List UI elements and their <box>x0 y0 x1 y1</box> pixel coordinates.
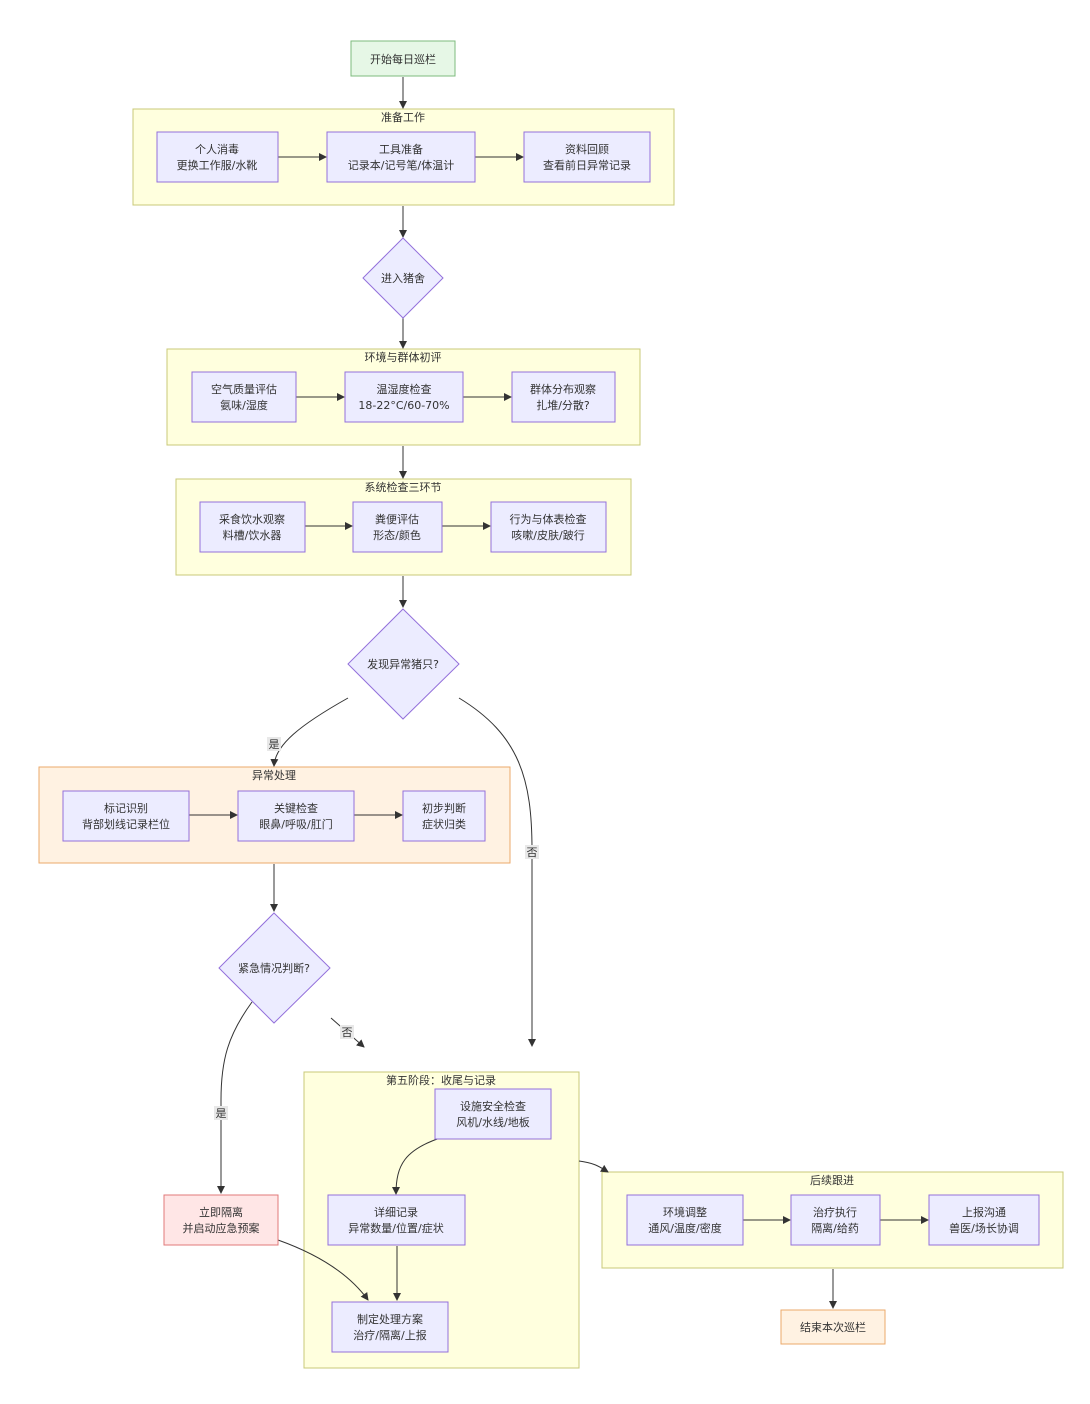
svg-text:粪便评估: 粪便评估 <box>375 512 419 526</box>
node-urgent-decision: 紧急情况判断? <box>218 912 331 1024</box>
svg-text:资料回顾: 资料回顾 <box>565 142 609 156</box>
node-end: 结束本次巡栏 <box>780 1309 886 1345</box>
svg-text:眼鼻/呼吸/肛门: 眼鼻/呼吸/肛门 <box>259 817 332 831</box>
svg-text:标记识别: 标记识别 <box>104 801 148 815</box>
svg-text:温湿度检查: 温湿度检查 <box>377 382 432 396</box>
edge-label-yes-1: 是 <box>267 737 281 751</box>
cluster-abn-title: 异常处理 <box>252 769 296 782</box>
svg-text:是: 是 <box>216 1107 227 1120</box>
svg-text:隔离/给药: 隔离/给药 <box>811 1221 859 1235</box>
svg-text:群体分布观察: 群体分布观察 <box>530 382 596 396</box>
node-sys-feed: 采食饮水观察 料槽/饮水器 <box>199 501 306 553</box>
node-env-air: 空气质量评估 氨味/湿度 <box>191 371 297 423</box>
node-enter-decision: 进入猪舍 <box>362 237 444 319</box>
node-sys-feces: 粪便评估 形态/颜色 <box>352 501 443 553</box>
node-sys-behavior: 行为与体表检查 咳嗽/皮肤/跛行 <box>490 501 607 553</box>
svg-text:异常数量/位置/症状: 异常数量/位置/症状 <box>348 1221 443 1235</box>
svg-text:咳嗽/皮肤/跛行: 咳嗽/皮肤/跛行 <box>511 528 584 542</box>
node-follow-env: 环境调整 通风/温度/密度 <box>626 1194 744 1246</box>
cluster-follow-title: 后续跟进 <box>810 1173 854 1187</box>
svg-text:18-22°C/60-70%: 18-22°C/60-70% <box>358 399 449 412</box>
svg-text:并启动应急预案: 并启动应急预案 <box>183 1221 260 1235</box>
svg-text:个人消毒: 个人消毒 <box>195 142 239 156</box>
svg-text:行为与体表检查: 行为与体表检查 <box>510 512 587 526</box>
node-start: 开始每日巡栏 <box>350 40 456 77</box>
svg-text:否: 否 <box>342 1026 353 1039</box>
cluster-prep-title: 准备工作 <box>381 110 425 124</box>
edge-urgent-isolate-yes <box>217 1001 253 1194</box>
svg-text:工具准备: 工具准备 <box>379 142 423 156</box>
cluster-stage5-title: 第五阶段：收尾与记录 <box>386 1073 496 1087</box>
svg-text:通风/温度/密度: 通风/温度/密度 <box>648 1221 721 1235</box>
svg-text:详细记录: 详细记录 <box>374 1205 418 1219</box>
svg-text:氨味/湿度: 氨味/湿度 <box>220 398 268 412</box>
edge-label-yes-2: 是 <box>214 1106 228 1120</box>
node-stage5-safety: 设施安全检查 风机/水线/地板 <box>434 1088 552 1140</box>
svg-text:紧急情况判断?: 紧急情况判断? <box>238 961 310 975</box>
svg-text:风机/水线/地板: 风机/水线/地板 <box>456 1115 529 1129</box>
svg-text:背部划线记录栏位: 背部划线记录栏位 <box>82 817 170 831</box>
node-stage5-record: 详细记录 异常数量/位置/症状 <box>327 1194 466 1246</box>
node-follow-treat: 治疗执行 隔离/给药 <box>790 1194 881 1246</box>
node-prep-review: 资料回顾 查看前日异常记录 <box>523 131 651 183</box>
node-abn-check: 关键检查 眼鼻/呼吸/肛门 <box>237 790 355 842</box>
svg-text:关键检查: 关键检查 <box>274 801 318 815</box>
svg-text:开始每日巡栏: 开始每日巡栏 <box>370 52 436 66</box>
edge-label-no-1: 否 <box>525 845 539 859</box>
svg-text:症状归类: 症状归类 <box>422 817 466 831</box>
edges <box>189 77 929 1309</box>
svg-text:治疗执行: 治疗执行 <box>813 1205 857 1219</box>
svg-text:更换工作服/水靴: 更换工作服/水靴 <box>177 158 258 172</box>
svg-text:制定处理方案: 制定处理方案 <box>357 1312 423 1326</box>
svg-text:记录本/记号笔/体温计: 记录本/记号笔/体温计 <box>348 158 454 172</box>
edge-find-stage5-no <box>458 697 536 1047</box>
node-env-group: 群体分布观察 扎堆/分散? <box>511 371 616 423</box>
svg-text:立即隔离: 立即隔离 <box>199 1205 243 1219</box>
edge-isolate-plan <box>277 1239 369 1301</box>
svg-text:采食饮水观察: 采食饮水观察 <box>219 512 285 526</box>
node-abn-judge: 初步判断 症状归类 <box>402 790 486 842</box>
svg-text:治疗/隔离/上报: 治疗/隔离/上报 <box>353 1328 426 1342</box>
svg-text:设施安全检查: 设施安全检查 <box>460 1099 526 1113</box>
edge-find-abn-yes <box>270 697 349 767</box>
node-env-temp: 温湿度检查 18-22°C/60-70% <box>344 371 464 423</box>
svg-text:初步判断: 初步判断 <box>422 801 466 815</box>
svg-text:结束本次巡栏: 结束本次巡栏 <box>800 1320 866 1334</box>
node-stage5-plan: 制定处理方案 治疗/隔离/上报 <box>331 1301 449 1353</box>
svg-text:扎堆/分散?: 扎堆/分散? <box>536 398 590 412</box>
node-isolate: 立即隔离 并启动应急预案 <box>163 1194 279 1246</box>
svg-text:形态/颜色: 形态/颜色 <box>373 528 421 542</box>
edge-label-no-2: 否 <box>340 1025 354 1039</box>
node-prep-tools: 工具准备 记录本/记号笔/体温计 <box>326 131 476 183</box>
cluster-env-title: 环境与群体初评 <box>365 350 442 364</box>
node-abn-mark: 标记识别 背部划线记录栏位 <box>62 790 190 842</box>
edge-stage5-1-2 <box>392 1137 441 1195</box>
cluster-sys-title: 系统检查三环节 <box>365 480 442 494</box>
node-follow-report: 上报沟通 兽医/场长协调 <box>928 1194 1040 1246</box>
svg-text:上报沟通: 上报沟通 <box>962 1205 1006 1219</box>
svg-text:是: 是 <box>269 738 280 751</box>
svg-text:发现异常猪只?: 发现异常猪只? <box>367 657 439 671</box>
svg-text:查看前日异常记录: 查看前日异常记录 <box>543 158 631 172</box>
edge-stage5-follow <box>578 1160 609 1173</box>
node-prep-disinfect: 个人消毒 更换工作服/水靴 <box>156 131 279 183</box>
node-find-abnormal-decision: 发现异常猪只? <box>347 608 460 720</box>
svg-text:否: 否 <box>527 846 538 859</box>
svg-text:进入猪舍: 进入猪舍 <box>381 271 425 285</box>
svg-text:料槽/饮水器: 料槽/饮水器 <box>223 528 282 542</box>
svg-text:空气质量评估: 空气质量评估 <box>211 382 277 396</box>
svg-text:环境调整: 环境调整 <box>663 1205 707 1219</box>
svg-text:兽医/场长协调: 兽医/场长协调 <box>949 1221 1019 1235</box>
